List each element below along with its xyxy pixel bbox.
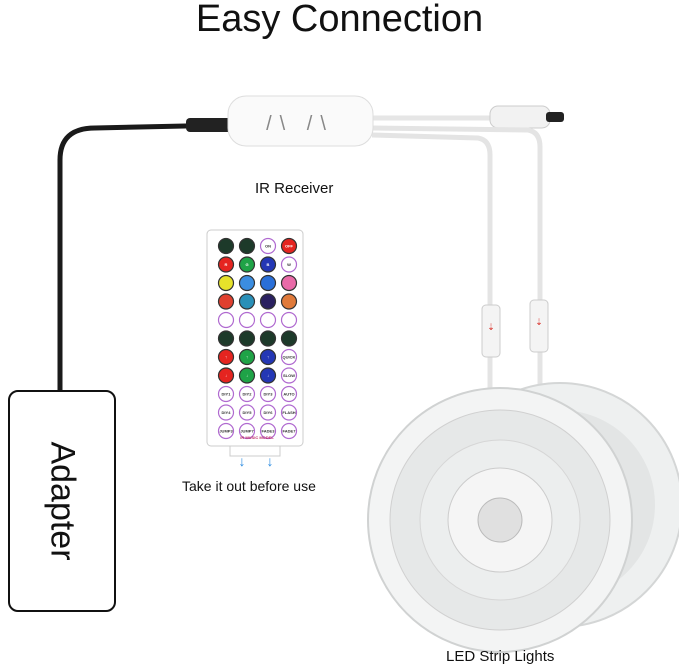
connector-2	[529, 299, 549, 353]
remote-button[interactable]	[238, 348, 256, 366]
remote-button[interactable]	[280, 422, 298, 440]
remote-button[interactable]	[280, 330, 298, 347]
remote-button[interactable]	[280, 293, 298, 310]
remote-button-label: QUICK	[283, 355, 296, 360]
remote-button[interactable]	[280, 311, 298, 329]
connector-1	[481, 304, 501, 358]
adapter-label: Adapter	[43, 441, 82, 561]
remote-button-label: JUMP3	[219, 429, 233, 434]
remote-button[interactable]	[217, 293, 235, 310]
remote-button[interactable]	[280, 237, 298, 255]
remote-button[interactable]	[280, 385, 298, 403]
remote-button-label: DIY2	[243, 392, 253, 397]
remote-button[interactable]	[259, 385, 277, 403]
remote-button-label: DIY3	[264, 392, 274, 397]
remote-button[interactable]	[238, 311, 256, 329]
remote-button-label: FLASH	[282, 410, 295, 415]
remote-button[interactable]	[259, 422, 277, 440]
led-strip-label: LED Strip Lights	[446, 648, 555, 665]
remote-button[interactable]	[259, 348, 277, 366]
remote-button-label: ↓	[225, 373, 227, 378]
remote-button[interactable]	[217, 274, 235, 292]
remote-button[interactable]	[238, 385, 256, 403]
ir-receiver	[227, 95, 374, 147]
remote-button[interactable]	[259, 330, 277, 347]
remote-button-label: SLOW	[283, 373, 295, 378]
remote-button[interactable]	[217, 422, 235, 440]
remote-button[interactable]	[217, 367, 235, 384]
remote-button-label: R	[225, 262, 228, 267]
adapter-box: Adapter	[8, 390, 116, 612]
remote-button-label: ↓	[267, 373, 269, 378]
remote-button[interactable]	[238, 256, 256, 273]
remote-button[interactable]	[238, 274, 256, 292]
remote-button-label: B	[267, 262, 270, 267]
remote-button[interactable]	[259, 274, 277, 292]
remote-button-label: OFF	[285, 244, 294, 249]
remote-button-label: DIY5	[243, 410, 253, 415]
remote-button-label: ↑	[267, 355, 269, 360]
remote-button[interactable]	[217, 311, 235, 329]
remote-button[interactable]	[217, 256, 235, 273]
remote-button[interactable]	[217, 330, 235, 347]
remote-button-label: FADE7	[283, 429, 297, 434]
remote-instruction: Take it out before use	[182, 478, 316, 494]
remote-button[interactable]	[217, 237, 235, 255]
receiver-logo: /\ /\	[266, 113, 334, 135]
remote-button[interactable]	[259, 311, 277, 329]
strip-cable-2	[371, 125, 543, 390]
remote-button-label: G	[245, 262, 248, 267]
remote-button[interactable]	[259, 367, 277, 384]
down-arrow-icon: ↓	[239, 453, 246, 469]
svg-text:⇣: ⇣	[487, 322, 495, 332]
remote-button-label: ↓	[246, 373, 248, 378]
remote-button[interactable]	[280, 404, 298, 421]
remote-button-label: DIY6	[264, 410, 274, 415]
remote-button[interactable]	[259, 237, 277, 255]
remote-button[interactable]	[217, 348, 235, 366]
remote-button[interactable]	[217, 404, 235, 421]
ir-receiver-label: IR Receiver	[255, 180, 334, 197]
remote-button[interactable]	[259, 293, 277, 310]
remote-button[interactable]	[259, 256, 277, 273]
down-arrow-icon: ↓	[267, 453, 274, 469]
remote-button[interactable]	[238, 293, 256, 310]
remote-button[interactable]	[238, 404, 256, 421]
remote-button-label: ON	[265, 244, 271, 249]
remote-button-label: FADE3	[262, 429, 276, 434]
remote-button-label: W	[287, 262, 291, 267]
remote-button[interactable]	[280, 348, 298, 366]
receiver-cable-boot	[186, 118, 236, 132]
remote-button[interactable]	[238, 330, 256, 347]
remote-button[interactable]	[280, 367, 298, 384]
dc-plug	[489, 105, 551, 129]
remote-button[interactable]	[280, 256, 298, 273]
remote-button[interactable]	[259, 404, 277, 421]
remote-button[interactable]	[238, 422, 256, 440]
remote-button-label: DIY1	[222, 392, 232, 397]
page-title: Easy Connection	[195, 0, 484, 40]
remote-button[interactable]	[238, 237, 256, 255]
remote-control: ↓ ↓ ON OFF R G B W ↑ ↑ ↑ QUICK ↓ ↓ ↓ SLOW DIY1 DIY2 DIY3…	[206, 229, 304, 469]
remote-button-label: DIY4	[222, 410, 232, 415]
strip-cable-1	[371, 132, 493, 400]
remote-model-label: IR MUSIC MODEL	[240, 435, 274, 440]
led-strip-reel-front	[367, 387, 633, 653]
remote-button[interactable]	[280, 274, 298, 292]
adapter-cable	[57, 122, 233, 392]
remote-button-label: AUTO	[283, 392, 294, 397]
remote-button-label: JUMP7	[240, 429, 254, 434]
remote-button[interactable]	[238, 367, 256, 384]
remote-button-label: ↑	[225, 355, 227, 360]
remote-button[interactable]	[217, 385, 235, 403]
svg-text:⇣: ⇣	[535, 317, 543, 327]
remote-button-label: ↑	[246, 355, 248, 360]
